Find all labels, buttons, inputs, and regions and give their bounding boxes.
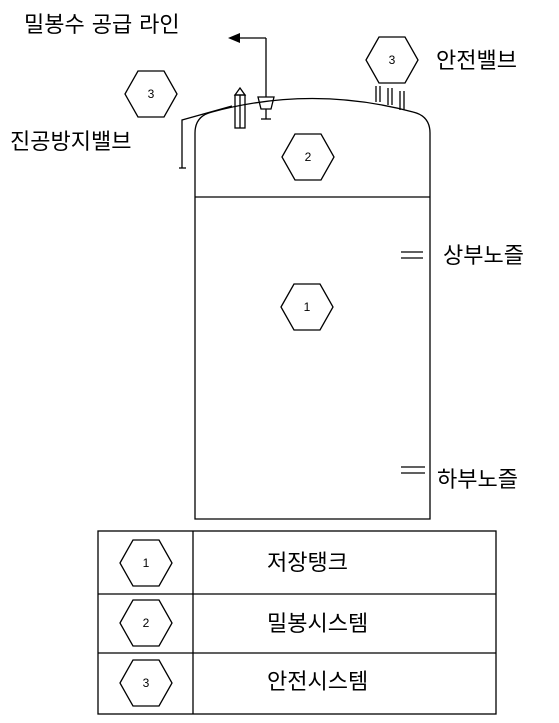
svg-text:3: 3 [148,87,155,101]
marker-tank-top: 2 [281,133,335,181]
lower-nozzle [401,466,425,474]
svg-text:2: 2 [305,150,312,164]
flow-arrow-icon [228,33,240,43]
vacuum-relief-valve [179,86,247,169]
svg-text:3: 3 [143,676,150,690]
tank-outline [194,97,431,520]
upper-nozzle-label: 상부노즐 [443,244,524,269]
storage-tank [194,97,431,520]
vacuum-relief-valve-label: 진공방지밸브 [10,130,131,155]
svg-text:저장탱크: 저장탱크 [267,551,348,576]
safety-valve-pipes [375,86,405,110]
sealing-water-supply-line [228,33,275,120]
upper-nozzle [401,251,423,259]
safety-valve-label: 안전밸브 [436,49,517,74]
sealing-supply-line-label: 밀봉수 공급 라인 [24,13,180,38]
marker-vacuum-valve: 3 [124,70,178,118]
svg-text:2: 2 [143,616,150,630]
marker-safety-valve: 3 [365,36,419,84]
marker-tank-body: 1 [280,283,334,331]
lower-nozzle-label: 하부노즐 [437,468,518,493]
svg-text:안전시스템: 안전시스템 [267,670,368,695]
vacuum-valve-leader-line [181,105,233,168]
svg-text:3: 3 [389,53,396,67]
svg-text:1: 1 [143,556,150,570]
legend-row: 2 밀봉시스템 [119,599,368,647]
sealing-valve-icon [257,96,275,110]
legend-table: 1 저장탱크 2 밀봉시스템 3 안전시스템 [97,530,497,715]
svg-text:밀봉시스템: 밀봉시스템 [267,612,368,637]
legend-row: 1 저장탱크 [119,539,348,587]
legend-row: 3 안전시스템 [119,659,368,707]
svg-text:1: 1 [304,300,311,314]
